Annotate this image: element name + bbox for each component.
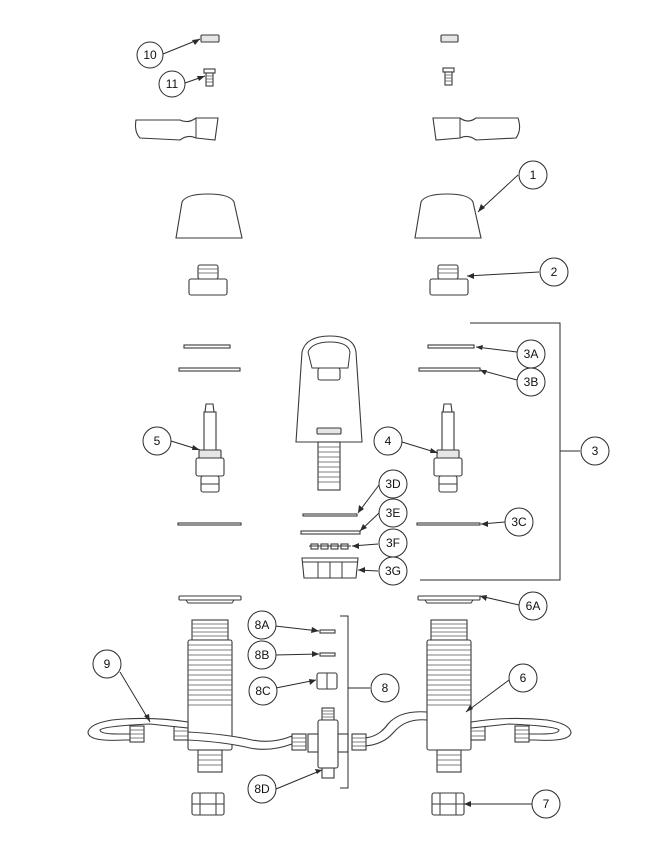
part-3C-gasket [416, 522, 481, 526]
callout-8C: 8C [248, 676, 278, 706]
valve-body-right [426, 619, 486, 773]
part-3B-right [418, 367, 481, 372]
svg-text:11: 11 [166, 77, 179, 91]
part-8C [316, 672, 338, 690]
part-11-left [203, 68, 216, 87]
callout-3A: 3A [516, 339, 546, 369]
valve-body-left [173, 619, 233, 773]
callout-8: 8 [370, 673, 400, 703]
lever-handle-left [134, 117, 219, 141]
part-3F [309, 543, 351, 550]
svg-text:6: 6 [520, 671, 527, 685]
spout [295, 335, 363, 491]
part-3D [302, 513, 358, 517]
svg-text:3A: 3A [524, 347, 539, 361]
part-2-right [429, 264, 469, 296]
callout-3E: 3E [378, 498, 408, 528]
part-6A-left [178, 595, 242, 604]
part-11-right [442, 67, 455, 86]
svg-text:4: 4 [385, 434, 392, 448]
callout-6A: 6A [518, 591, 548, 621]
svg-text:10: 10 [143, 48, 157, 62]
part-10-left [200, 34, 220, 43]
svg-text:3: 3 [592, 444, 599, 458]
nut-right [431, 792, 465, 816]
gasket-left [177, 522, 242, 526]
svg-text:1: 1 [530, 168, 537, 182]
part-3B-left [178, 367, 241, 372]
part-2-left [188, 264, 228, 296]
part-1-right [414, 193, 482, 239]
part-3G [301, 557, 359, 579]
part-8A [319, 629, 336, 634]
svg-text:3G: 3G [385, 564, 401, 578]
callout-5: 5 [142, 426, 172, 456]
svg-text:3E: 3E [386, 506, 401, 520]
svg-text:8D: 8D [254, 782, 270, 796]
svg-text:8: 8 [382, 681, 389, 695]
callout-3G: 3G [378, 556, 408, 586]
svg-text:3C: 3C [511, 515, 527, 529]
callout-8B: 8B [247, 640, 277, 670]
part-3A-left [183, 344, 231, 349]
part-10-right [440, 34, 459, 43]
svg-text:2: 2 [551, 265, 558, 279]
bracket-8 [340, 615, 349, 789]
callout-7: 7 [531, 789, 561, 819]
callout-8D: 8D [247, 774, 277, 804]
callout-1: 1 [518, 160, 548, 190]
svg-text:3D: 3D [385, 477, 401, 491]
part-3E [300, 530, 361, 535]
hose-right [351, 711, 572, 751]
part-1-left [175, 193, 243, 239]
callout-3: 3 [580, 436, 610, 466]
hose-left [87, 717, 307, 751]
leader-arrowheads [144, 39, 488, 807]
callout-9: 9 [92, 649, 122, 679]
callout-4: 4 [373, 426, 403, 456]
svg-text:8A: 8A [255, 618, 270, 632]
svg-text:8B: 8B [255, 648, 270, 662]
callout-3D: 3D [378, 469, 408, 499]
callout-3F: 3F [378, 528, 408, 558]
svg-text:5: 5 [154, 434, 161, 448]
callout-2: 2 [539, 257, 569, 287]
part-5-cartridge [195, 403, 225, 493]
svg-text:3F: 3F [386, 536, 400, 550]
callout-3C: 3C [504, 507, 534, 537]
svg-text:6A: 6A [526, 599, 541, 613]
callout-3B: 3B [516, 367, 546, 397]
nut-left [191, 792, 225, 816]
svg-text:3B: 3B [524, 375, 539, 389]
callout-11: 11 [158, 70, 186, 98]
callout-8A: 8A [247, 610, 277, 640]
part-8D-tee [307, 707, 349, 779]
svg-text:8C: 8C [255, 684, 271, 698]
callout-10: 10 [136, 41, 164, 69]
part-4-cartridge [433, 403, 463, 493]
svg-text:9: 9 [104, 657, 111, 671]
callout-6: 6 [508, 663, 538, 693]
part-3A-right [427, 344, 475, 349]
lever-handle-right [432, 117, 521, 141]
svg-text:7: 7 [543, 797, 550, 811]
part-6A-right [417, 595, 481, 604]
part-8B [319, 652, 336, 657]
